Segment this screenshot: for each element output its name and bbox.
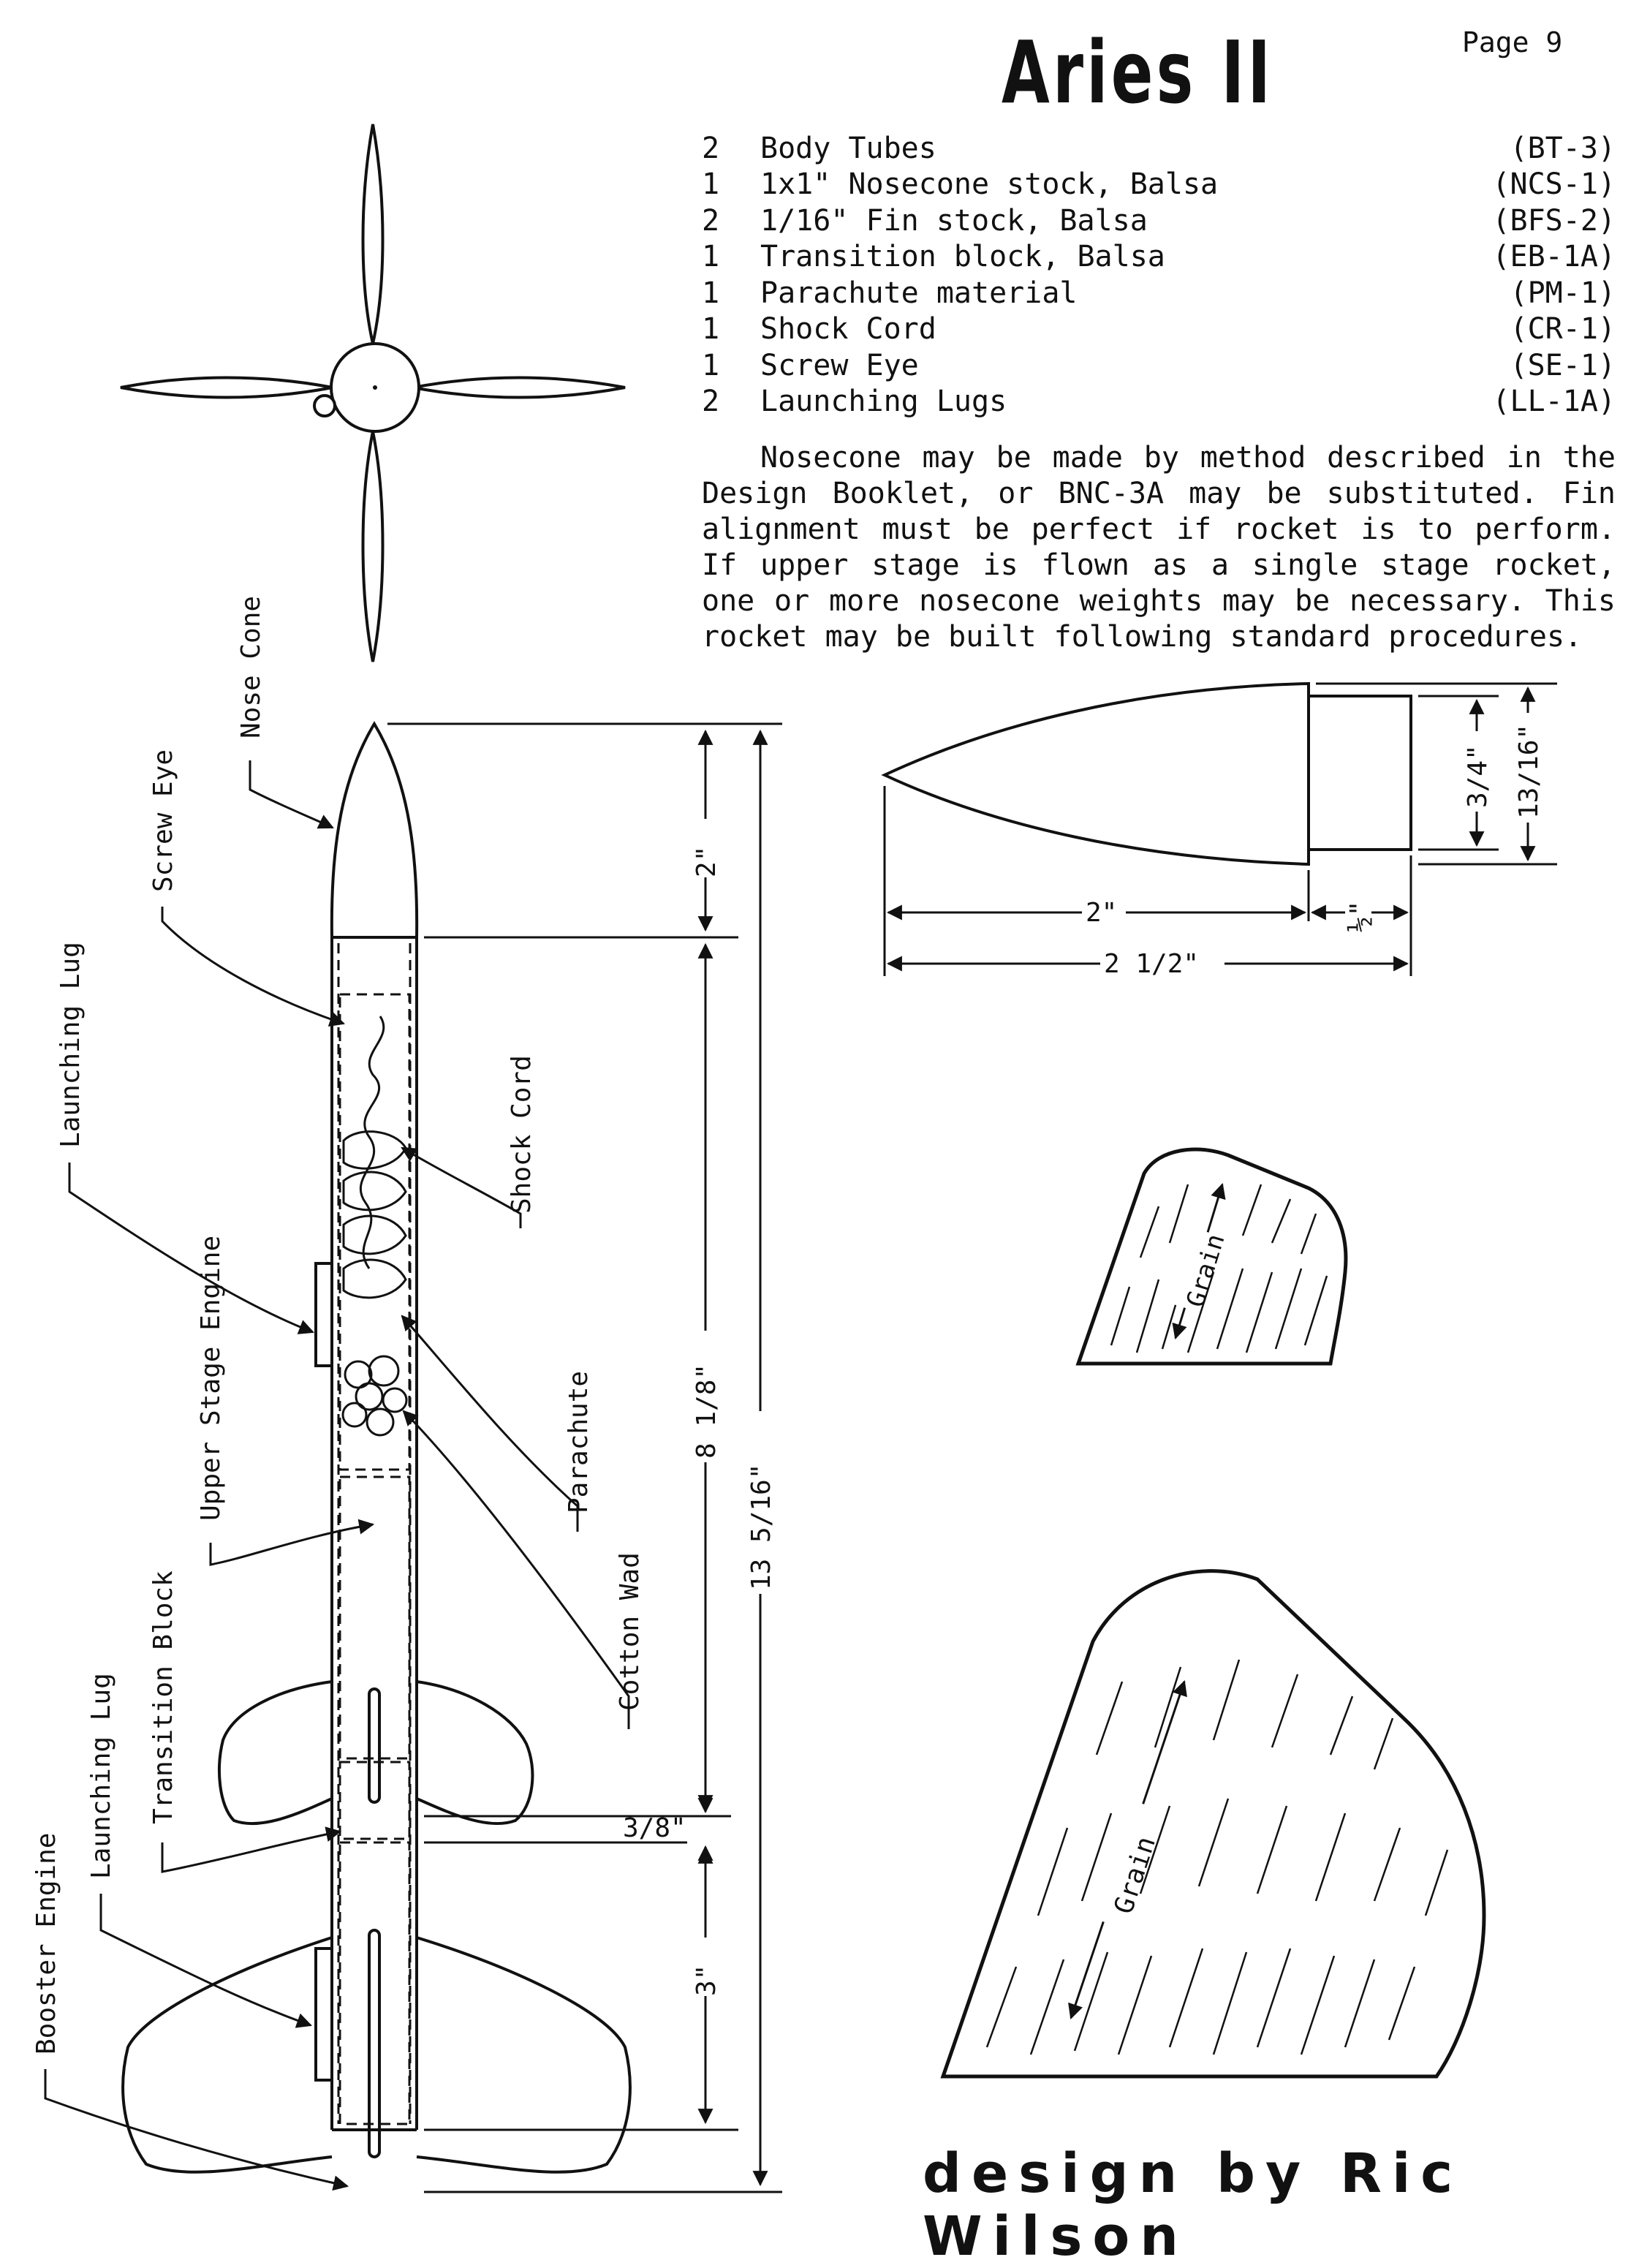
upper-fin-right [416,1680,534,1825]
end-view-launch-lug [313,394,336,417]
dim-overall: 13 5/16" [746,1464,776,1590]
nosecone-detail [881,681,1412,866]
parts-list: 2 Body Tubes (BT-3) 1 1x1" Nosecone stock, … [702,130,1616,420]
lower-launch-lug [314,1947,333,2082]
part-desc: Parachute material [760,276,1078,310]
shock-cord [360,1016,385,1269]
end-view [120,124,626,662]
part-desc: Body Tubes [760,131,936,165]
parts-row: 1 Parachute material (PM-1) [702,275,1616,311]
recovery-bay [338,993,411,1471]
parts-row: 2 Launching Lugs (LL-1A) [702,384,1616,420]
part-desc: Shock Cord [760,312,936,347]
part-code: (NCS-1) [1492,167,1616,202]
dim-nosecone-total: 2 1/2" [1104,949,1199,979]
nosecone-shoulder [1307,695,1412,851]
part-code: (EB-1A) [1492,240,1616,274]
part-qty: 1 [702,240,720,274]
part-code: (SE-1) [1510,348,1616,382]
part-code: (LL-1A) [1492,385,1616,419]
dim-shoulder-dia: 3/4" [1463,744,1493,808]
dim-transition: 3/8" [623,1813,686,1843]
booster-fin-pattern: Grain [940,1569,1486,2079]
nose-cone [330,721,419,938]
callout-screw-eye: Screw Eye [148,749,178,892]
part-qty: 1 [702,167,720,202]
transition-block-outline [338,1761,411,1840]
dim-upper-body: 8 1/8" [692,1364,722,1459]
parts-row: 1 Transition block, Balsa (EB-1A) [702,239,1616,276]
callout-upper-stage-engine: Upper Stage Engine [196,1236,226,1521]
part-code: (BT-3) [1510,131,1616,165]
designer-credit: design by Ric Wilson [923,2142,1464,2268]
upper-fin-pattern: Grain [1075,1147,1348,1366]
end-view-fin-bottom [361,431,385,662]
part-desc: Launching Lugs [760,385,1007,419]
part-desc: 1x1" Nosecone stock, Balsa [760,167,1219,202]
dim-booster: 3" [692,1965,722,1996]
callout-transition-block: Transition Block [148,1570,178,1824]
dim-nosecone-dia: 13/16" [1514,724,1544,819]
nosecone-profile [881,681,1310,866]
parts-row: 1 Shock Cord (CR-1) [702,311,1616,348]
end-view-fin-left [120,376,333,399]
callout-booster-engine: Booster Engine [31,1833,61,2055]
callout-nose-cone: Nose Cone [236,596,266,738]
dim-nose-length: 2" [692,846,722,877]
callout-launching-lug-upper: Launching Lug [56,942,86,1148]
part-code: (PM-1) [1510,276,1616,310]
end-view-fin-top [361,124,385,344]
construction-notes: Nosecone may be made by method described… [702,441,1616,654]
parachute-folds [342,1130,407,1299]
part-code: (CR-1) [1510,312,1616,347]
parts-row: 2 Body Tubes (BT-3) [702,130,1616,167]
cotton-wad [341,1355,408,1437]
callout-shock-cord: Shock Cord [507,1055,537,1214]
part-code: (BFS-2) [1492,203,1616,238]
part-qty: 1 [702,348,720,382]
part-qty: 2 [702,385,720,419]
upper-engine-outline [338,1475,411,1760]
part-desc: Transition block, Balsa [760,240,1165,274]
callout-cotton-wad: Cotton Wad [615,1552,645,1711]
part-qty: 2 [702,203,720,238]
callout-parachute: Parachute [564,1371,594,1513]
booster-fin-left [121,1936,333,2174]
booster-fin-right [416,1936,632,2174]
upper-launch-lug [314,1262,333,1367]
part-desc: 1/16" Fin stock, Balsa [760,203,1148,238]
page-number: Page 9 [1462,26,1563,58]
part-desc: Screw Eye [760,348,919,382]
part-qty: 1 [702,312,720,347]
parts-row: 2 1/16" Fin stock, Balsa (BFS-2) [702,203,1616,239]
callout-launching-lug-lower: Launching Lug [86,1673,116,1879]
part-qty: 1 [702,276,720,310]
dim-nosecone-2in: 2" [1086,898,1117,928]
parts-row: 1 1x1" Nosecone stock, Balsa (NCS-1) [702,167,1616,203]
page-title: Aries II [1002,22,1274,123]
end-view-fin-right [412,376,626,399]
dim-nosecone-shoulder: ½" [1345,901,1375,932]
upper-fin-left [218,1680,333,1825]
parts-row: 1 Screw Eye (SE-1) [702,347,1616,384]
booster-engine-outline [338,1841,411,2125]
part-qty: 2 [702,131,720,165]
